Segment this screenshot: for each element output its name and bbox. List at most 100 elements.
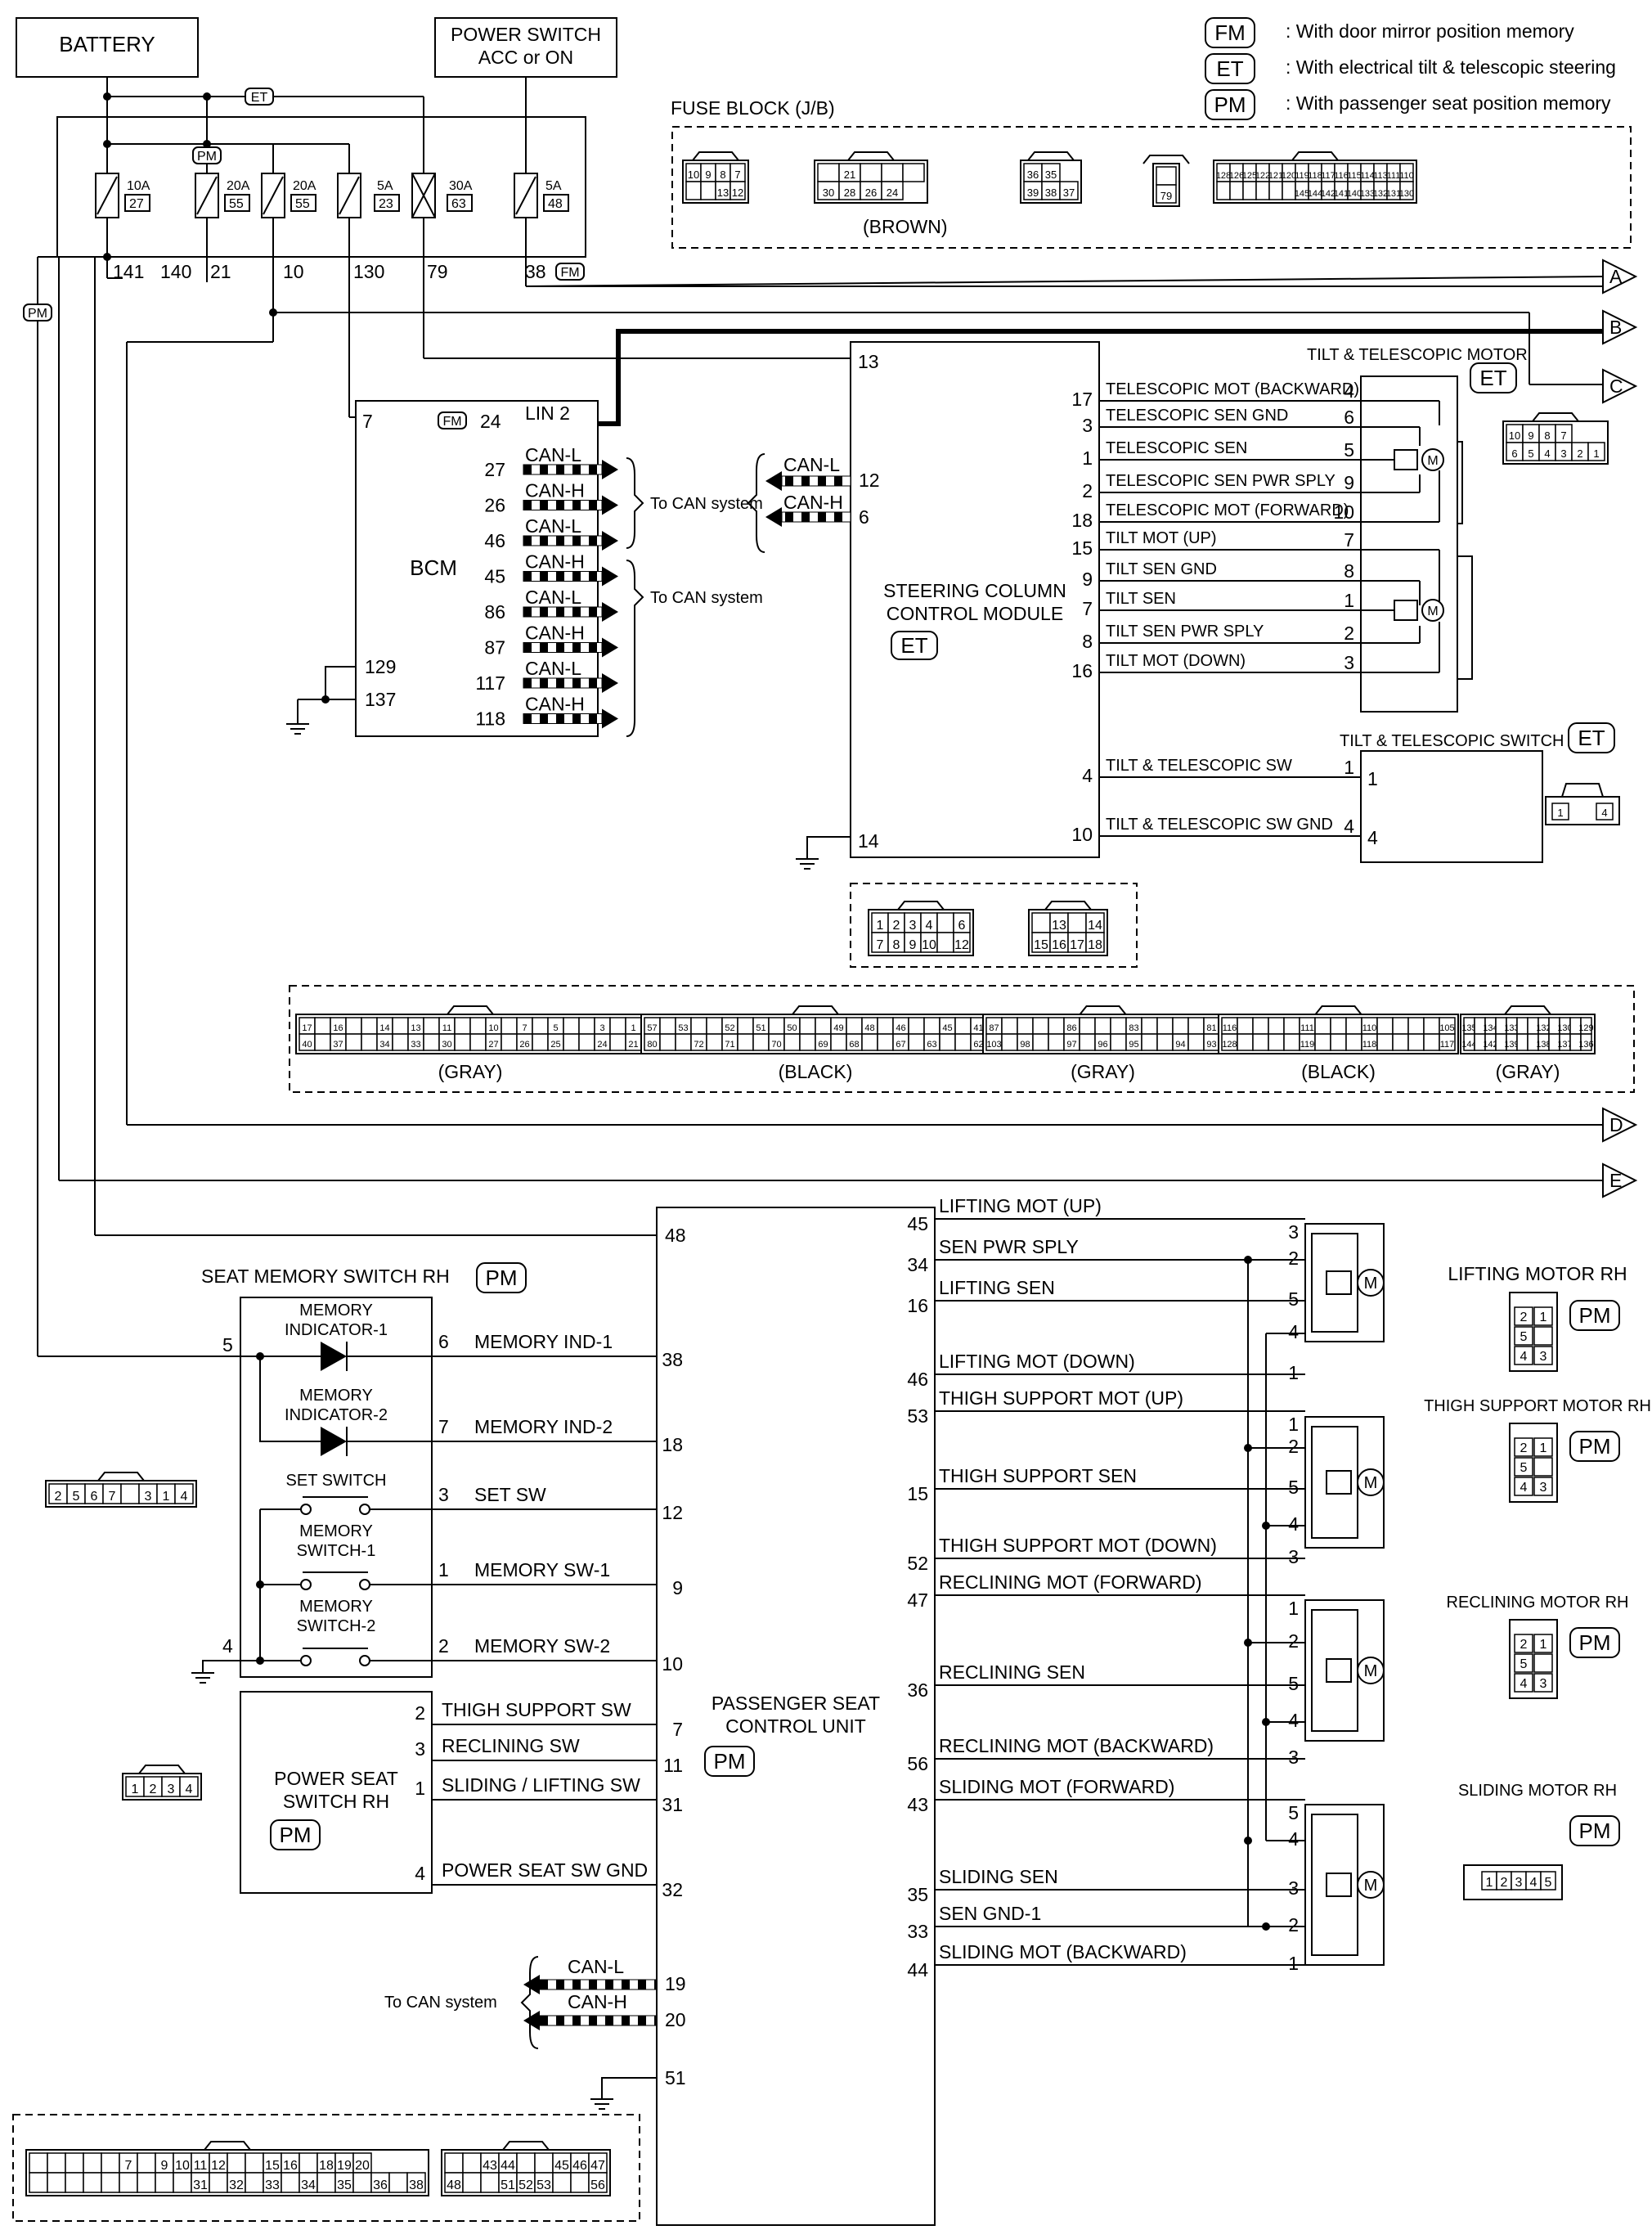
connector-pin: 4 xyxy=(1520,1677,1528,1691)
svg-text:PM: PM xyxy=(280,1823,312,1847)
connector-pin: 21 xyxy=(628,1040,638,1050)
sccm-signal: TELESCOPIC MOT (FORWARD) xyxy=(1106,501,1349,519)
sccm-signal: TILT MOT (DOWN) xyxy=(1106,652,1246,670)
connector-pin: 50 xyxy=(787,1023,797,1033)
connector-pin: 71 xyxy=(725,1040,734,1050)
sccm-signal: TILT SEN GND xyxy=(1106,560,1217,578)
bcm-pin: 86 xyxy=(484,601,505,623)
sccm-signal: TILT MOT (UP) xyxy=(1106,529,1217,547)
connector-pin: 116 xyxy=(1334,171,1349,181)
motor-pin: 4 xyxy=(1288,1513,1299,1535)
connector-pin: 114 xyxy=(1360,171,1375,181)
svg-text:7: 7 xyxy=(362,411,373,432)
fuse-output-wires xyxy=(106,218,527,417)
motor-pin: 8 xyxy=(1344,560,1354,582)
svg-text:13: 13 xyxy=(858,351,879,372)
motor-pin: 3 xyxy=(1288,1546,1299,1567)
connector-pin: 86 xyxy=(1066,1023,1076,1033)
sccm-pin: 9 xyxy=(1082,569,1093,590)
connector-pin: 118 xyxy=(1308,171,1322,181)
connector-pin: 111 xyxy=(1300,1023,1314,1033)
connector-pin: 113 xyxy=(1373,171,1388,181)
connector-pin: 10 xyxy=(488,1023,498,1033)
connector-pin: 1 xyxy=(163,1490,170,1504)
connector-pin: 35 xyxy=(1045,169,1057,181)
connector-pin: 136 xyxy=(1578,1040,1593,1050)
connector-pin: 1 xyxy=(877,919,884,933)
motor-pin: 10 xyxy=(1333,501,1354,523)
svg-text:To CAN system: To CAN system xyxy=(650,589,763,607)
motor-pin: 1 xyxy=(1288,1953,1299,1974)
bcm-pin: 87 xyxy=(484,637,505,659)
connector-pin: 27 xyxy=(488,1040,498,1050)
motor-pin: 5 xyxy=(1288,1477,1299,1498)
connector-pin: 4 xyxy=(186,1783,193,1796)
svg-text:TILT & TELESCOPIC SWITCH: TILT & TELESCOPIC SWITCH xyxy=(1340,732,1564,750)
connector-pin: 47 xyxy=(590,2159,605,2173)
sccm-pin: 4 xyxy=(1082,765,1093,786)
connector-pin: 94 xyxy=(1175,1040,1185,1050)
svg-text:ET: ET xyxy=(1479,366,1506,390)
svg-text:FUSE BLOCK (J/B): FUSE BLOCK (J/B) xyxy=(671,97,835,119)
svg-text:BATTERY: BATTERY xyxy=(59,32,155,56)
connector-pin: 125 xyxy=(1242,171,1257,181)
connector-pin: 4 xyxy=(926,919,933,933)
connector-pin: 83 xyxy=(1129,1023,1138,1033)
jb-connector-4: 79 xyxy=(1142,155,1190,207)
connector-pin: 67 xyxy=(896,1040,905,1050)
svg-text:4: 4 xyxy=(222,1635,233,1657)
connector-pin: 1 xyxy=(1540,1638,1547,1652)
connector-pin: 7 xyxy=(109,1490,116,1504)
connector-pin: 145 xyxy=(1295,189,1309,199)
connector-pin: 25 xyxy=(550,1040,560,1050)
motor-title: LIFTING MOTOR RH xyxy=(1448,1263,1627,1284)
connector-pin: 9 xyxy=(909,938,917,952)
connector-pin: 9 xyxy=(161,2159,168,2173)
connector-pin: 7 xyxy=(734,169,740,181)
connector-pin: 30 xyxy=(823,187,834,199)
sccm-pin: 1 xyxy=(1082,447,1093,469)
connector-pin: 2 xyxy=(893,919,900,933)
switch-signal: SET SW xyxy=(474,1484,546,1505)
connector-pin: 128 xyxy=(1216,171,1231,181)
connector-pin: 1 xyxy=(1557,807,1563,819)
jb-connector-5: 1281261251221211201191181171161151141131… xyxy=(1213,151,1417,204)
connector-pin: 119 xyxy=(1300,1040,1315,1050)
connector-pin: 37 xyxy=(1063,187,1075,199)
svg-text:10: 10 xyxy=(283,261,304,282)
connector-pin: 3 xyxy=(1540,1481,1547,1495)
connector-pin: 7 xyxy=(522,1023,527,1033)
can-label: CAN-L xyxy=(525,658,581,679)
motor-pin: 3 xyxy=(1288,1747,1299,1768)
offpage-b: B xyxy=(1602,309,1638,345)
pm-tag: PM xyxy=(1569,1627,1620,1658)
connector-pin: 10 xyxy=(922,938,936,952)
connector-pin: 10 xyxy=(1509,429,1520,442)
connector-color: (GRAY) xyxy=(1071,1061,1135,1082)
svg-text:To CAN system: To CAN system xyxy=(650,495,763,513)
sccm-pin: 18 xyxy=(1071,510,1093,531)
fuse-3: 20A 55 xyxy=(261,173,316,218)
connector-pin: 34 xyxy=(379,1040,389,1050)
pscu-pin: 52 xyxy=(907,1553,928,1574)
switch-signal: RECLINING SW xyxy=(442,1735,580,1756)
connector-color: (GRAY) xyxy=(1496,1061,1560,1082)
connector-pin: 142 xyxy=(1483,1040,1497,1050)
connector-pin: 38 xyxy=(409,2178,424,2192)
connector-pin: 9 xyxy=(705,169,711,181)
motor-pin: 4 xyxy=(1288,1321,1299,1342)
can-label: CAN-L xyxy=(525,515,581,537)
connector-pin: 7 xyxy=(1560,429,1566,442)
bcm: BCM 7 FM 24 LIN 2 129 137 27CAN-L26CAN-H… xyxy=(286,400,763,737)
connector-pin: 56 xyxy=(590,2178,605,2192)
svg-text:27: 27 xyxy=(129,197,144,211)
sccm-signal: TILT SEN PWR SPLY xyxy=(1106,623,1264,641)
